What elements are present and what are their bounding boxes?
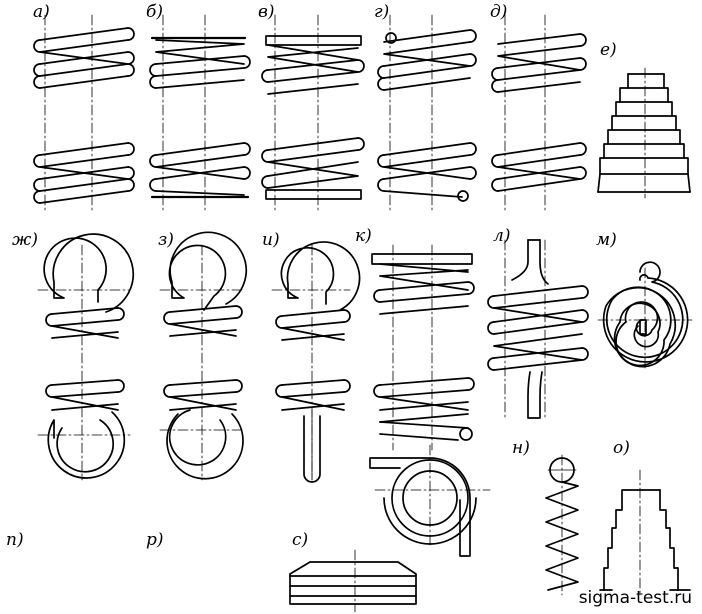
spring-s-drawing — [289, 549, 417, 613]
spring-n-drawing — [545, 454, 579, 596]
label-a: а) — [33, 2, 50, 22]
label-o: о) — [613, 438, 630, 458]
label-d: д) — [490, 2, 508, 22]
label-n: н) — [512, 438, 530, 458]
watermark: sigma-test.ru — [578, 588, 692, 608]
label-p: п) — [6, 530, 24, 550]
label-m: м) — [596, 230, 617, 250]
label-i: и) — [262, 230, 280, 250]
spring-g-drawing — [377, 14, 477, 211]
spring-l-drawing — [487, 239, 589, 421]
label-z: з) — [158, 230, 174, 250]
spring-a-drawing — [33, 14, 135, 211]
label-e: е) — [600, 40, 617, 60]
spring-d-drawing — [491, 14, 587, 211]
spring-e-drawing — [597, 67, 691, 199]
label-s: с) — [292, 530, 309, 550]
spring-o-drawing — [599, 469, 691, 596]
label-v: в) — [258, 2, 275, 22]
label-b: б) — [146, 2, 164, 22]
label-r: р) — [146, 530, 164, 550]
spring-b-drawing — [149, 14, 251, 211]
spring-z-drawing — [159, 231, 248, 481]
label-zh: ж) — [12, 230, 38, 250]
label-g: г) — [374, 2, 390, 22]
spring-k-drawing — [371, 244, 475, 451]
label-k: к) — [355, 226, 372, 246]
spring-m-drawing — [597, 261, 693, 371]
spring-p-drawing — [369, 444, 491, 557]
spring-i-drawing — [271, 241, 361, 483]
spring-v-drawing — [261, 14, 365, 211]
spring-zh-drawing — [37, 233, 134, 481]
label-l: л) — [493, 226, 511, 246]
